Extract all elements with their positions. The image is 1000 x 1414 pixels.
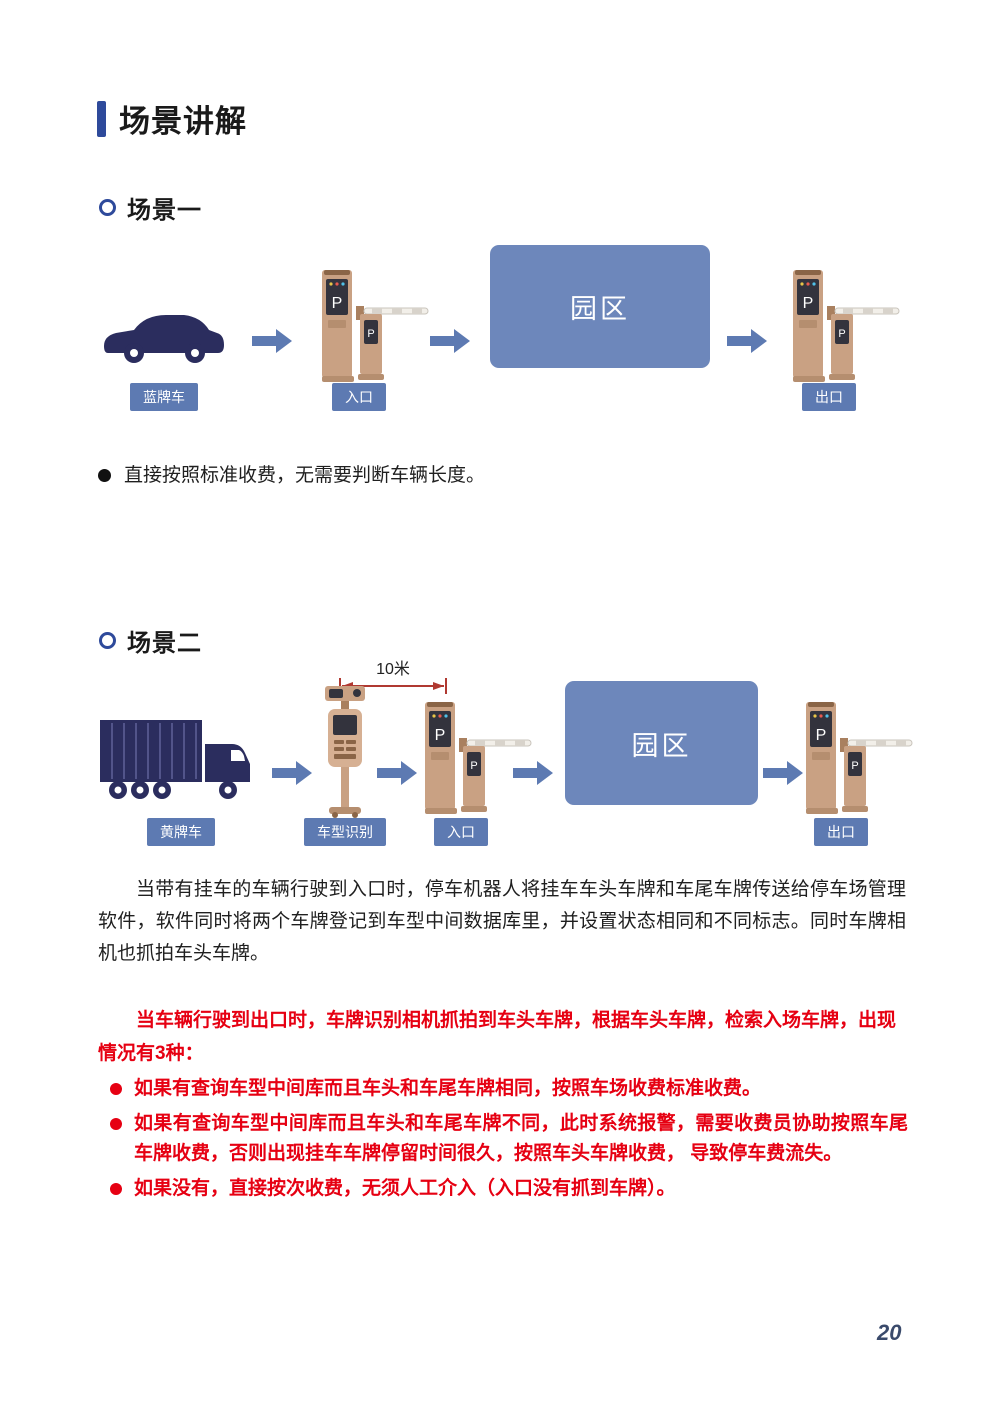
red-intro-paragraph: 当车辆行驶到出口时，车牌识别相机抓拍到车头车牌，根据车头车牌，检索入场车牌，出现… (98, 1010, 897, 1064)
bullet-dot-icon (98, 469, 111, 482)
park-zone-box: 园区 (490, 245, 710, 368)
bullet-dot-icon (110, 1083, 122, 1095)
yellow-plate-truck-label: 黄牌车 (147, 818, 215, 846)
car-icon (98, 300, 228, 370)
bullet-dot-icon (110, 1183, 122, 1195)
circle-marker-icon (99, 632, 116, 649)
flow-arrow-right-icon (727, 328, 767, 354)
entrance-gate-icon (425, 700, 535, 815)
list-item: 如果没有，直接按次收费，无须人工介入（入口没有抓到车牌）。 (110, 1174, 908, 1204)
scene2-paragraph: 当带有挂车的车辆行驶到入口时，停车机器人将挂车车头车牌和车尾车牌传送给停车场管理… (98, 879, 906, 964)
page-title: 场景讲解 (119, 104, 247, 139)
recognizer-label: 车型识别 (304, 818, 386, 846)
entrance-label: 入口 (434, 818, 488, 846)
distance-label: 10米 (376, 661, 410, 678)
page-number: 20 (877, 1320, 902, 1345)
truck-icon (98, 714, 263, 812)
red-bullet-list: 如果有查询车型中间库而且车头和车尾车牌相同，按照车场收费标准收费。 如果有查询车… (110, 1074, 908, 1204)
scene1-title: 场景一 (127, 197, 202, 224)
flow-arrow-right-icon (763, 760, 803, 786)
flow-arrow-right-icon (513, 760, 553, 786)
list-item: 如果有查询车型中间库而且车头和车尾车牌相同，按照车场收费标准收费。 (110, 1074, 908, 1104)
scene2-title: 场景二 (127, 630, 202, 657)
list-item: 如果有查询车型中间库而且车头和车尾车牌不同，此时系统报警，需要收费员协助按照车尾… (110, 1109, 908, 1169)
flow-arrow-right-icon (272, 760, 312, 786)
park-zone-label: 园区 (631, 730, 692, 761)
entrance-label: 入口 (332, 383, 386, 411)
red-bullet-text: 如果有查询车型中间库而且车头和车尾车牌相同，按照车场收费标准收费。 (134, 1078, 762, 1099)
exit-label: 出口 (814, 818, 868, 846)
exit-gate-icon (793, 268, 903, 383)
scene1-note: 直接按照标准收费，无需要判断车辆长度。 (98, 462, 878, 490)
scene1-note-text: 直接按照标准收费，无需要判断车辆长度。 (124, 465, 486, 486)
park-zone-label: 园区 (570, 294, 630, 324)
exit-gate-icon (806, 700, 916, 815)
circle-marker-icon (99, 199, 116, 216)
scene1-heading: 场景一 (99, 190, 202, 225)
flow-arrow-right-icon (377, 760, 417, 786)
exit-label: 出口 (802, 383, 856, 411)
page-header: 场景讲解 (97, 96, 247, 141)
park-zone-box: 园区 (565, 681, 758, 805)
red-bullet-text: 如果有查询车型中间库而且车头和车尾车牌不同，此时系统报警，需要收费员协助按照车尾… (134, 1113, 908, 1164)
title-accent-bar (97, 100, 106, 137)
entrance-gate-icon (322, 268, 432, 383)
red-bullet-text: 如果没有，直接按次收费，无须人工介入（入口没有抓到车牌）。 (134, 1178, 676, 1199)
flow-arrow-right-icon (430, 328, 470, 354)
vehicle-recognizer-icon (319, 686, 371, 818)
flow-arrow-right-icon (252, 328, 292, 354)
scene2-heading: 场景二 (99, 623, 202, 658)
blue-plate-car-label: 蓝牌车 (130, 383, 198, 411)
bullet-dot-icon (110, 1118, 122, 1130)
